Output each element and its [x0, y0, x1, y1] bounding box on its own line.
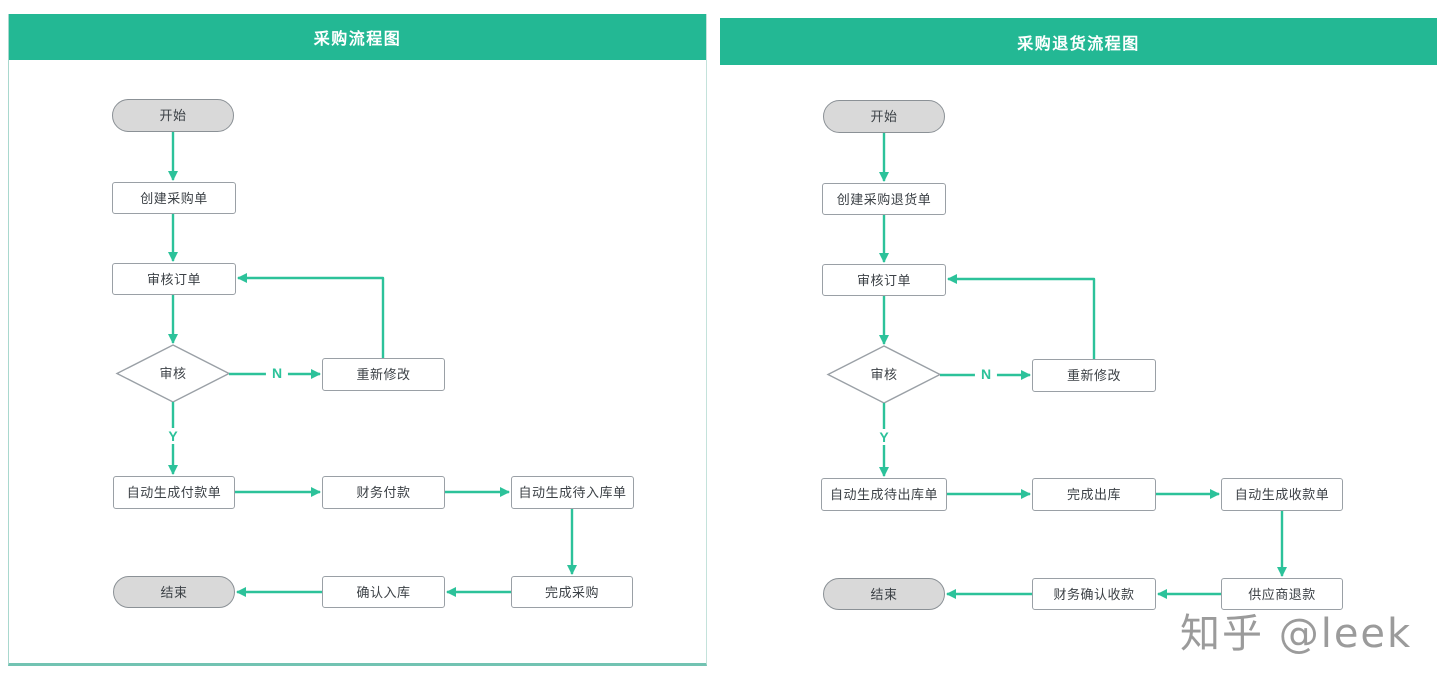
purchase-flowchart-title: 采购流程图 — [313, 31, 402, 48]
chart1-edge-remodify-loop-to-review — [947, 274, 1096, 359]
watermark: 知乎 @leek — [1180, 611, 1413, 657]
purchase-flowchart-header: 采购流程图 — [9, 14, 706, 60]
purchase-return-flowchart-title: 采购退货流程图 — [1017, 35, 1140, 53]
purchase-return-flowchart-header: 采购退货流程图 — [720, 18, 1437, 65]
chart1-node-shape-review-decision — [826, 345, 942, 404]
chart0-edge-remodify-loop-to-review — [237, 273, 385, 358]
chart0-node-shape-review-decision — [115, 344, 231, 403]
